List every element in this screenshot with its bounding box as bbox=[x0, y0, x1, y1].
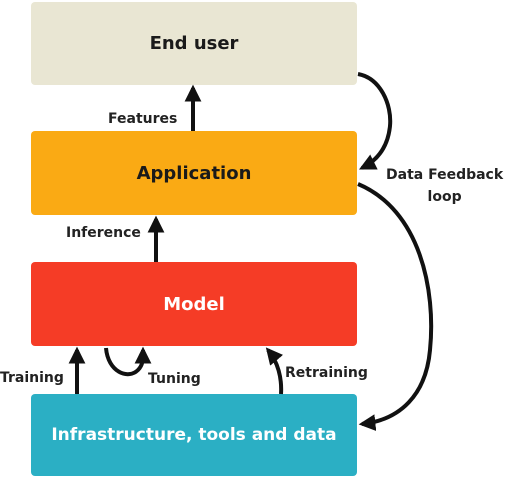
model-box: Model bbox=[31, 262, 357, 346]
application-box: Application bbox=[31, 131, 357, 215]
feedback-app-to-infra-arrow bbox=[357, 182, 434, 431]
infrastructure-label: Infrastructure, tools and data bbox=[51, 425, 337, 445]
tuning-loop-arrow bbox=[104, 346, 152, 377]
features-label: Features bbox=[108, 111, 178, 127]
feedback-label-line2: loop bbox=[427, 189, 462, 205]
retraining-arrow bbox=[265, 347, 284, 395]
training-label: Training bbox=[0, 370, 64, 386]
tuning-label: Tuning bbox=[148, 371, 201, 387]
feedback-enduser-to-app-arrow bbox=[357, 72, 393, 170]
end-user-label: End user bbox=[149, 33, 239, 54]
retraining-label: Retraining bbox=[285, 365, 368, 381]
feedback-label-line1: Data Feedback bbox=[386, 167, 504, 183]
end-user-box: End user bbox=[31, 2, 357, 85]
data-feedback-loop-label: Data Feedback loop bbox=[386, 164, 503, 208]
inference-label: Inference bbox=[66, 225, 141, 241]
infrastructure-box: Infrastructure, tools and data bbox=[31, 394, 357, 476]
model-label: Model bbox=[163, 293, 225, 315]
application-label: Application bbox=[136, 162, 252, 184]
